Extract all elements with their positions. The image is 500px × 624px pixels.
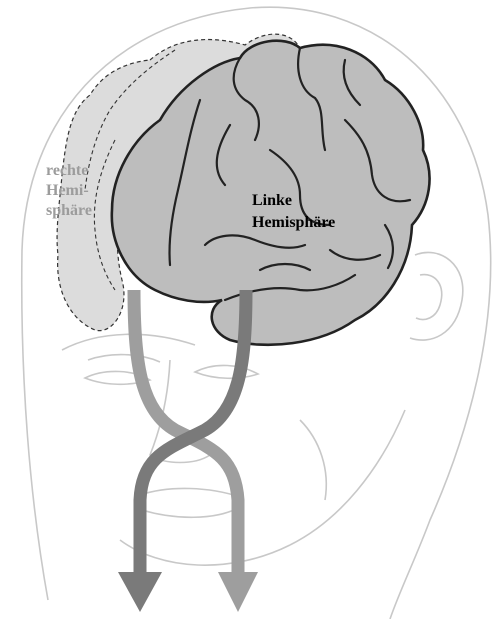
eye-right — [195, 365, 258, 378]
left-hemisphere-label: Linke Hemisphäre — [252, 190, 335, 234]
right-hemisphere-label-line-1: rechte — [46, 161, 92, 181]
eye-socket-left — [88, 355, 160, 362]
mouth-lower — [142, 508, 238, 517]
left-hemisphere-label-line-1: Linke — [252, 190, 335, 212]
right-hemisphere-label: rechte Hemi- sphäre — [46, 161, 92, 221]
cheek-line — [300, 420, 326, 500]
left-hemisphere-label-line-2: Hemisphäre — [252, 212, 335, 234]
jaw-line — [290, 410, 405, 545]
brow-line — [62, 334, 195, 350]
ear-outline — [410, 252, 463, 340]
ear-inner — [416, 275, 442, 320]
right-hemisphere-label-line-2: Hemi- — [46, 181, 92, 201]
arrowhead-right-pathway — [218, 572, 258, 612]
mouth-upper — [140, 488, 240, 497]
right-hemisphere-label-line-3: sphäre — [46, 201, 92, 221]
arrowhead-left-pathway — [118, 572, 162, 612]
